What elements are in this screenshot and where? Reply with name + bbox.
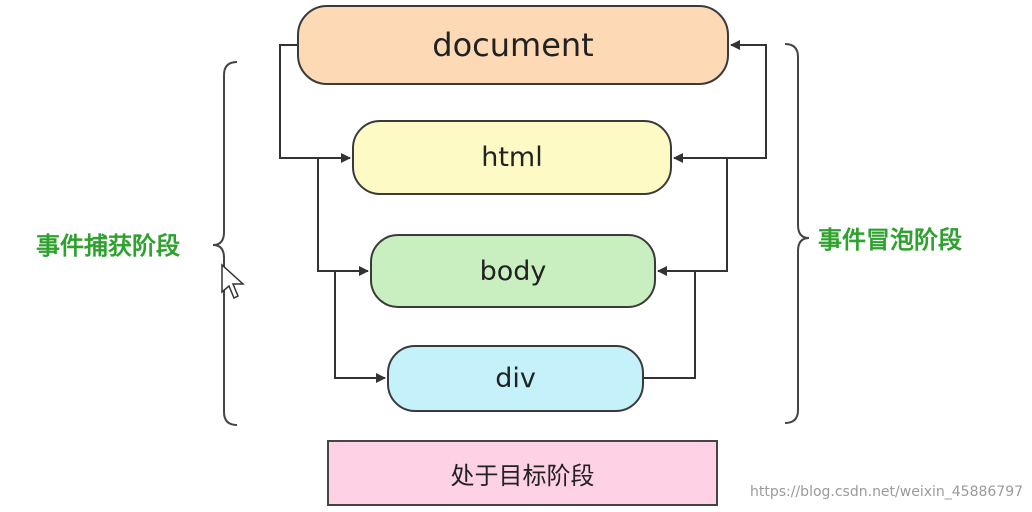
target-phase-box: 处于目标阶段	[327, 440, 718, 506]
bubble-arrow-div-to-body	[644, 266, 696, 379]
body-node: body	[370, 234, 656, 308]
capture-arrow-body-to-div	[334, 271, 386, 383]
mouse-cursor-icon	[221, 263, 245, 300]
watermark-text: https://blog.csdn.net/weixin_45886797	[750, 484, 1024, 500]
capture-arrow-html-to-body	[317, 158, 369, 276]
document-node: document	[297, 5, 729, 85]
bubble-brace	[784, 43, 810, 424]
capture-arrow-document-to-html	[279, 44, 351, 163]
bubble-phase-label: 事件冒泡阶段	[818, 226, 962, 254]
capture-phase-label: 事件捕获阶段	[36, 232, 180, 260]
div-node: div	[387, 345, 644, 412]
html-node: html	[352, 120, 672, 195]
capture-brace	[212, 61, 238, 426]
bubble-arrow-html-to-document	[727, 40, 767, 159]
bubble-arrow-body-to-html	[673, 153, 728, 272]
